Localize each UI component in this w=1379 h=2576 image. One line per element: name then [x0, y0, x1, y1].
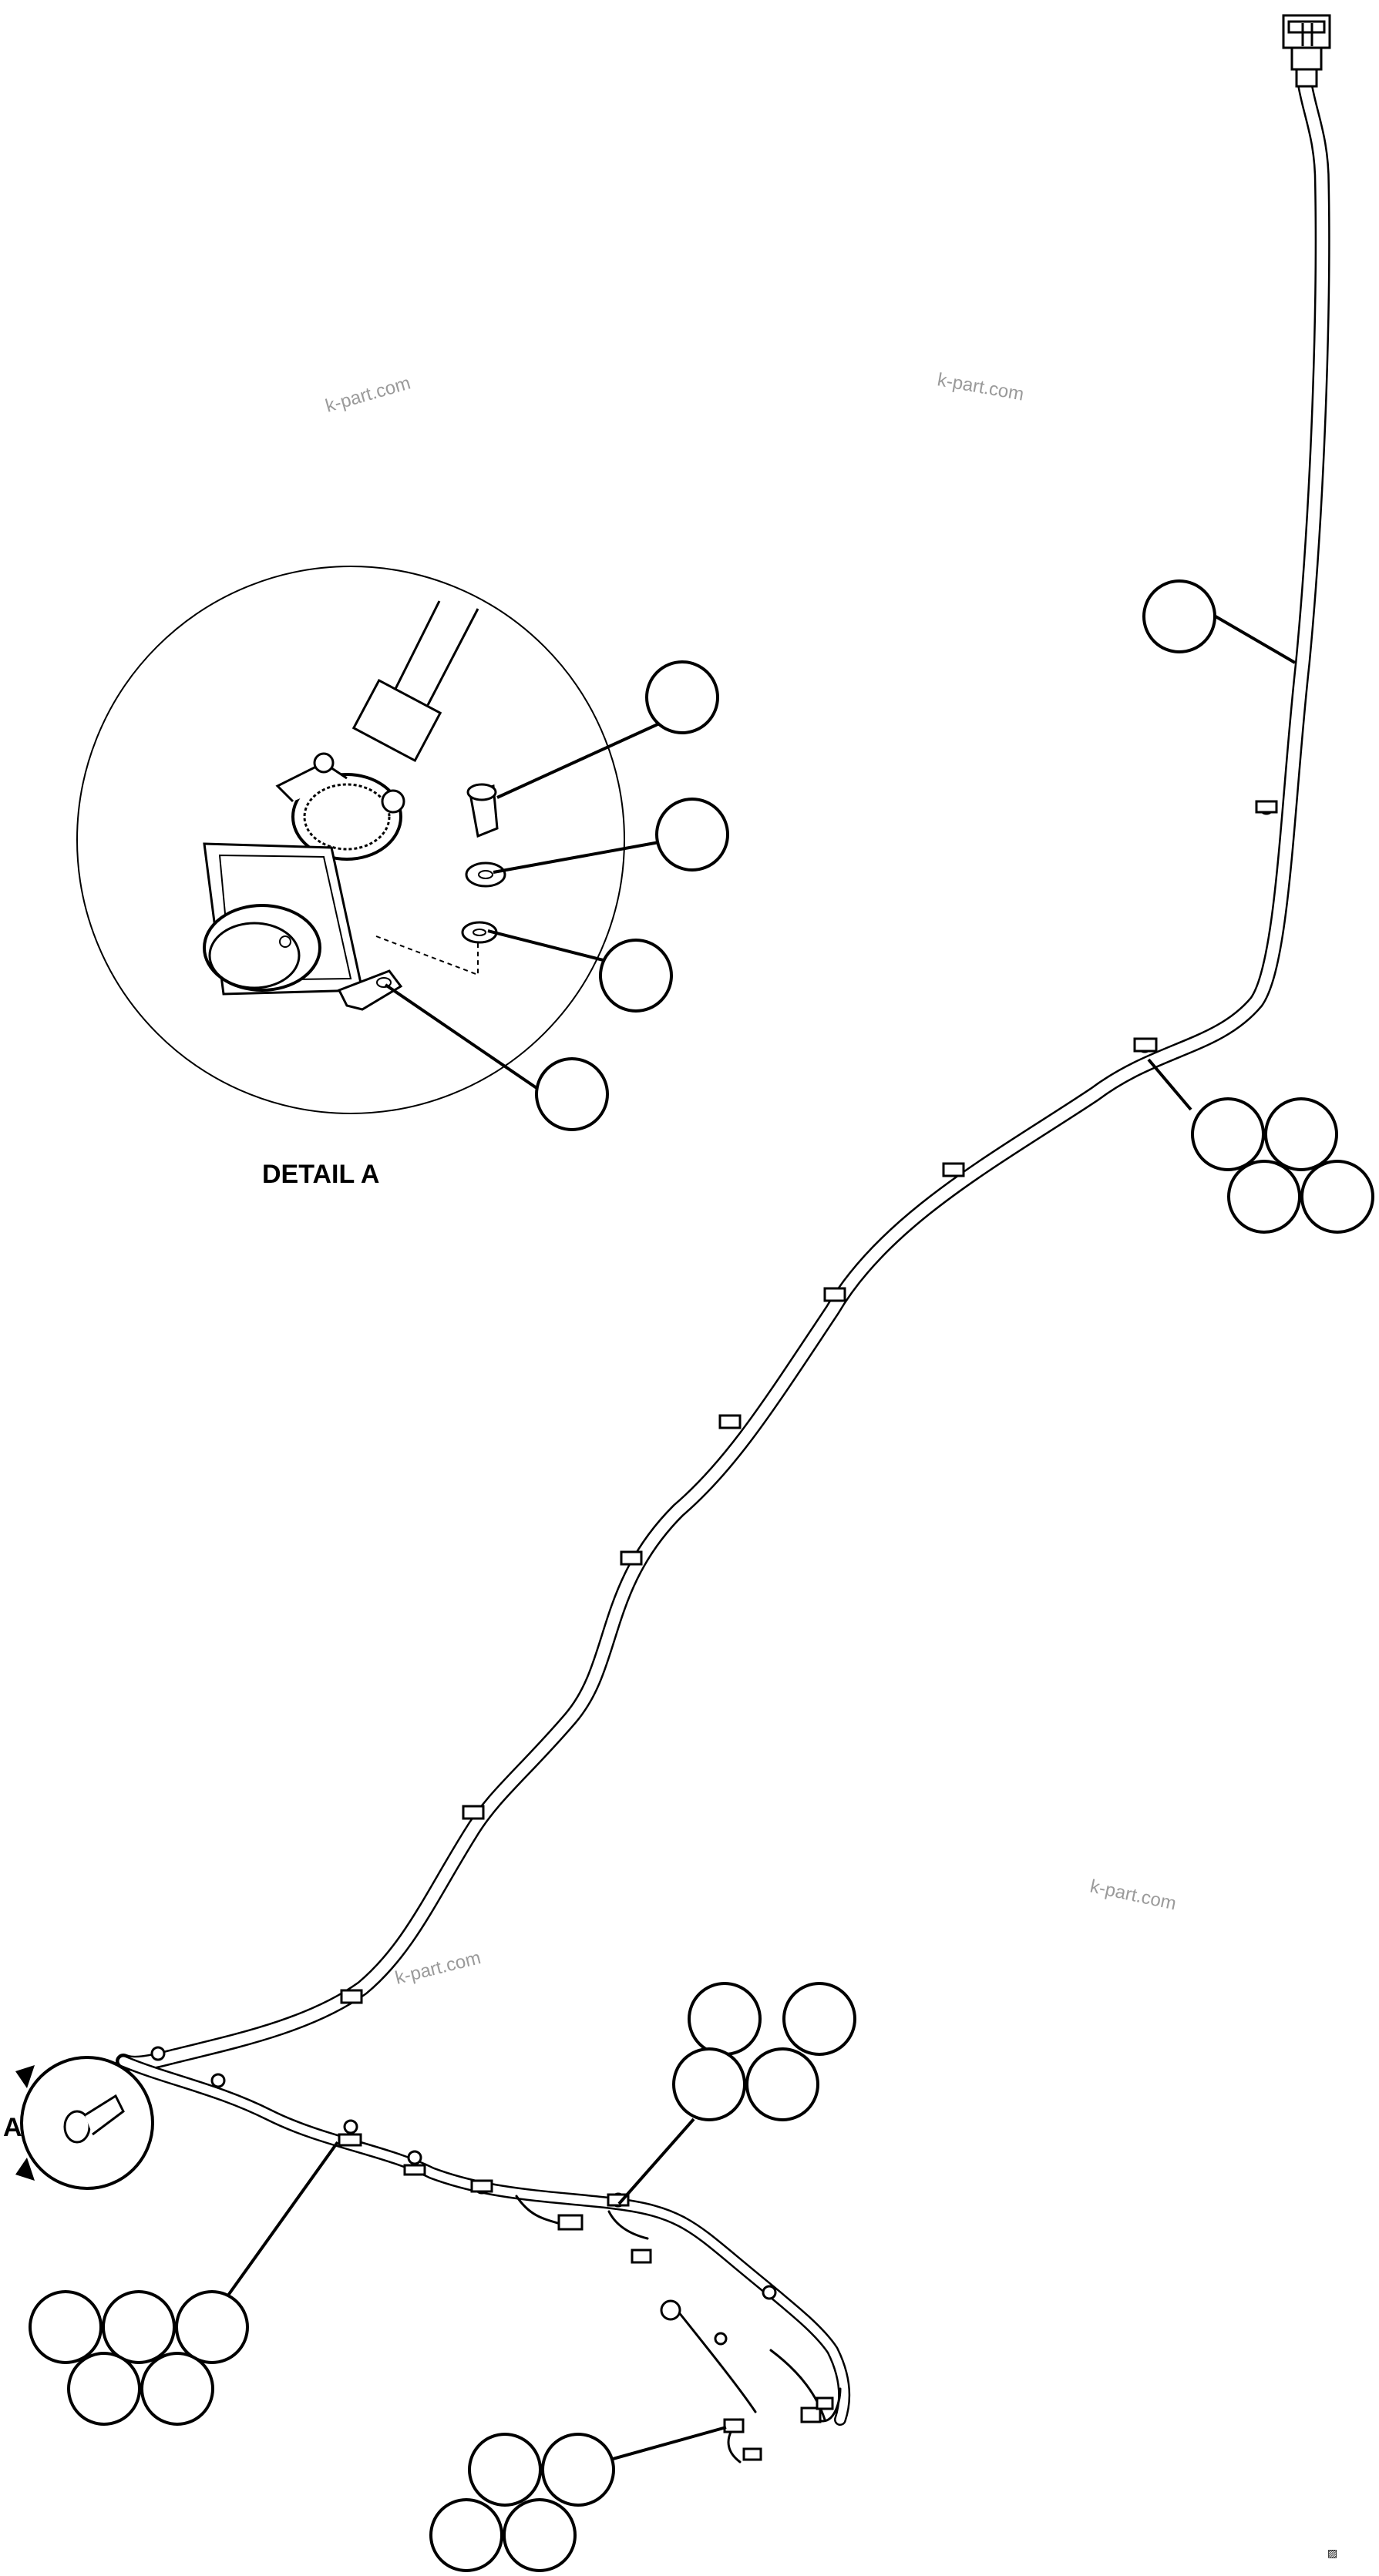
callout-balloon: [429, 2498, 503, 2572]
callout-balloon: [688, 1982, 762, 2056]
watermark-2: k-part.com: [936, 369, 1025, 405]
callout-balloon: [672, 2047, 746, 2121]
callout-balloon: [599, 939, 673, 1013]
callout-balloon: [29, 2290, 103, 2364]
callout-balloon: [1142, 579, 1216, 653]
detail-a-view: [76, 566, 625, 1114]
watermark-4: k-part.com: [393, 1947, 483, 1989]
callout-balloons: [29, 579, 1374, 2572]
view-letter: A: [3, 2113, 22, 2142]
callout-balloon: [1227, 1160, 1301, 1234]
callout-balloon: [745, 2047, 819, 2121]
callout-balloon: [1264, 1097, 1338, 1171]
callout-balloon: [503, 2498, 577, 2572]
cable-clips: [340, 800, 1278, 2004]
callout-balloon: [535, 1057, 609, 1131]
callout-balloon: [541, 2433, 615, 2507]
callout-balloon: [67, 2352, 141, 2426]
lower-branch-harness: [117, 2055, 851, 2463]
main-harness-cable: [116, 77, 1330, 2071]
callout-balloon: [175, 2290, 249, 2364]
watermark-3: k-part.com: [1088, 1876, 1178, 1914]
watermark-1: k-part.com: [323, 373, 412, 417]
page-mark: ▨: [1327, 2547, 1337, 2560]
detail-label: DETAIL A: [262, 1160, 379, 1189]
callout-balloon: [1300, 1160, 1374, 1234]
top-connector: [1282, 14, 1331, 88]
callout-balloon: [645, 660, 719, 734]
callout-balloon: [468, 2433, 542, 2507]
callout-balloon: [102, 2290, 176, 2364]
callout-balloon: [140, 2352, 214, 2426]
callout-balloon: [1191, 1097, 1265, 1171]
view-a-indicator: A: [3, 2056, 154, 2190]
callout-balloon: [782, 1982, 856, 2056]
callout-balloon: [655, 798, 729, 872]
lower-branch-clips: [150, 2046, 834, 2461]
